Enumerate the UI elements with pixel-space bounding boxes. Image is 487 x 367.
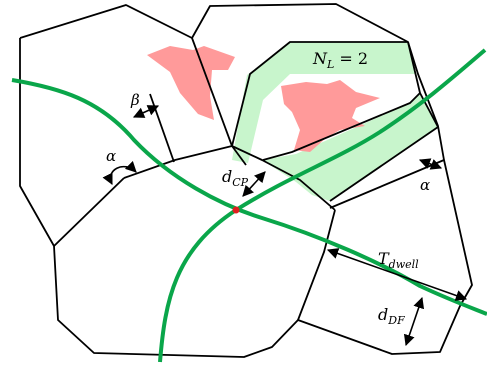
edge-e (231, 41, 408, 147)
edge-h (297, 209, 336, 321)
measure-arrows (102, 105, 468, 347)
crossing-point (232, 206, 240, 214)
alpha-right-arrow (418, 158, 443, 170)
edge-a (191, 37, 336, 211)
dcp-label: dCP (222, 167, 249, 189)
dcp-arrow (242, 171, 266, 197)
path-secondary (158, 48, 487, 363)
tdwell-arrow (326, 248, 468, 301)
edge-d (262, 41, 421, 161)
edge-c (53, 177, 125, 247)
lanes-label: NL = 2 (312, 49, 368, 71)
edge-f (329, 92, 439, 202)
obstacle-right (281, 80, 380, 152)
tdwell-label: Tdwell (378, 249, 419, 271)
cell-outer-top (19, 3, 473, 358)
alpha-right-label: α (420, 176, 430, 194)
edge-i (149, 93, 175, 163)
ddf-label: dDF (378, 305, 405, 327)
obstacle-left (147, 46, 235, 120)
ddf-arrow (403, 296, 425, 347)
lane-band-upper (232, 42, 416, 163)
beta-label: β (130, 91, 140, 109)
beta-arrow (132, 105, 160, 118)
alpha-left-label: α (106, 147, 116, 165)
alpha-left-arc (102, 160, 137, 186)
edge-b (123, 145, 233, 179)
edge-j (231, 145, 247, 166)
